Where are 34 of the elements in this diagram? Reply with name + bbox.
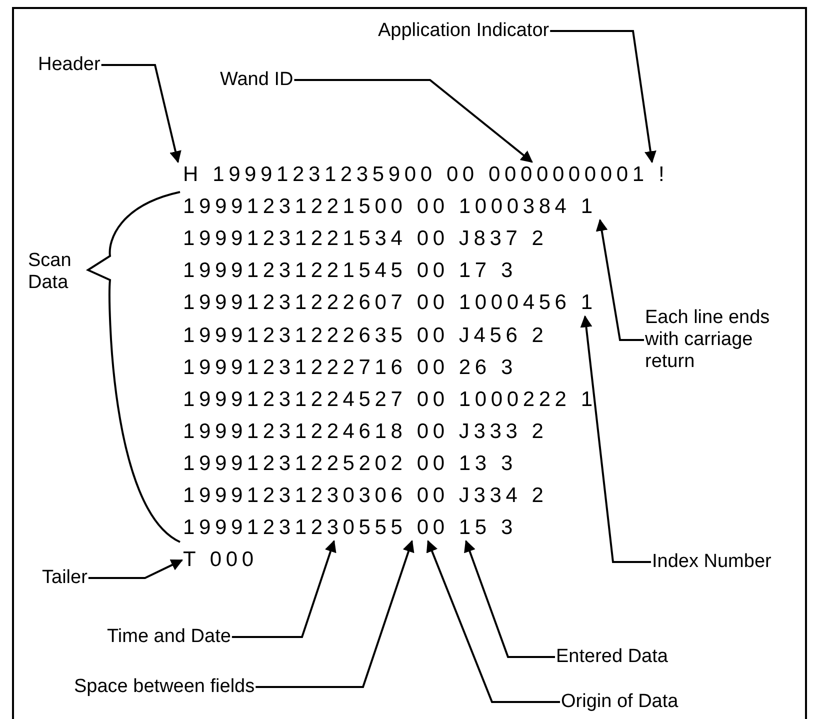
data-line: 19991231225202 00 13 3 [183,452,518,476]
data-line: 19991231222607 00 1000456 1 [183,291,597,316]
group-label: Scan Data [28,250,72,294]
data-line: 19991231222716 00 26 3 [183,356,518,380]
data-line: 19991231221545 00 17 3 [183,259,518,284]
data-line: T 000 [183,548,258,572]
callout-label: Header [38,54,100,76]
callout-label: Space between fields [74,676,255,698]
data-line: 19991231221534 00 J837 2 [183,227,548,252]
data-line: H 19991231235900 00 0000000001 ! [183,163,669,187]
data-line: 19991231224618 00 J333 2 [183,420,548,444]
callout-label: Origin of Data [561,691,678,713]
data-line: 19991231222635 00 J456 2 [183,324,548,348]
callout-label: Wand ID [220,69,294,91]
leader-line [550,30,656,164]
callout-label: Application Indicator [378,20,550,42]
data-line: 19991231224527 00 1000222 1 [183,388,597,412]
data-line: 19991231230555 00 15 3 [183,516,518,540]
leader-line [596,218,644,341]
callout-label: Time and Date [107,626,231,648]
data-line: 19991231230306 00 J334 2 [183,484,548,508]
callout-label: Entered Data [556,646,668,668]
leader-line [294,79,533,163]
callout-label: Each line ends with carriage return [645,307,805,373]
data-line: 19991231221500 00 1000384 1 [183,195,597,220]
callout-label: Tailer [42,567,88,589]
callout-label: Index Number [652,551,772,573]
leader-line [101,64,182,164]
leader-line [426,540,560,703]
leader-line [464,540,555,658]
leader-line [232,540,336,638]
leader-line [88,559,184,579]
leader-line [256,540,414,688]
leader-line [580,315,651,563]
